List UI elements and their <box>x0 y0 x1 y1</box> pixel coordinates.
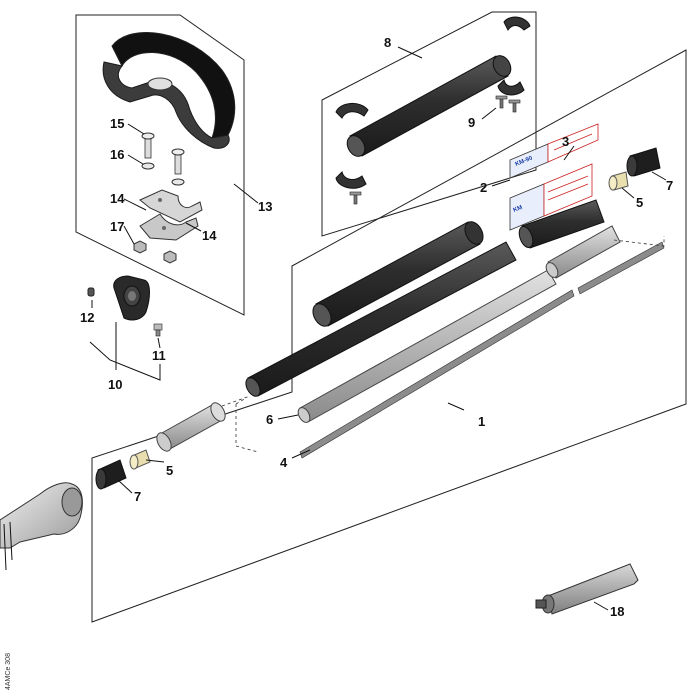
drive-shaft <box>299 241 665 459</box>
engine-housing <box>0 482 83 571</box>
callout-14-right: 14 <box>202 228 217 243</box>
callout-5-right: 5 <box>636 195 643 210</box>
callout-14-top: 14 <box>110 191 125 206</box>
shaft-sleeve <box>518 199 605 249</box>
grip-screw <box>349 95 521 205</box>
mount-screw <box>153 323 163 337</box>
callout-17: 17 <box>110 219 124 234</box>
inner-liner-tube <box>297 225 621 423</box>
callout-7-right: 7 <box>666 178 673 193</box>
assembly-guide <box>221 236 665 453</box>
frame-shaft-assembly <box>91 49 687 623</box>
handle-screw <box>141 132 185 175</box>
callout-2: 2 <box>480 180 487 195</box>
shaft-mount-housing <box>113 275 150 321</box>
mount-plug <box>87 287 95 297</box>
callout-7-left: 7 <box>134 489 141 504</box>
frame-shaft-handle <box>321 11 537 237</box>
instruction-label <box>543 123 599 217</box>
callout-18: 18 <box>610 604 624 619</box>
grease-tube <box>535 563 639 615</box>
handle-washer <box>141 162 185 186</box>
callout-12: 12 <box>80 310 94 325</box>
loop-handle <box>102 32 236 149</box>
drawing-code: 4AMCe 308 <box>5 653 12 690</box>
lower-sleeve <box>156 402 226 452</box>
grip-tube <box>346 55 512 157</box>
handle-clamp <box>139 189 203 241</box>
callout-1: 1 <box>478 414 485 429</box>
callout-4: 4 <box>280 455 288 470</box>
warning-decal: KM-90 KM <box>509 143 549 231</box>
clamp-nut <box>133 240 177 264</box>
grip-clamp-half <box>335 16 531 189</box>
end-cap <box>626 147 661 177</box>
shaft-bushing <box>608 171 629 191</box>
lower-end-cap <box>95 459 127 490</box>
callout-11: 11 <box>152 348 166 363</box>
main-shaft-tube <box>245 241 517 397</box>
callout-6: 6 <box>266 412 273 427</box>
callout-13: 13 <box>258 199 272 214</box>
frame-handle-assembly <box>75 14 245 316</box>
upper-shaft-tube <box>312 221 484 327</box>
callout-16: 16 <box>110 147 124 162</box>
svg-text:KM: KM <box>513 205 524 214</box>
callout-3: 3 <box>562 134 569 149</box>
lower-bushing <box>129 449 151 470</box>
callout-15: 15 <box>110 116 124 131</box>
callout-10: 10 <box>108 377 122 392</box>
callout-5-left: 5 <box>166 463 173 478</box>
callout-9: 9 <box>468 115 475 130</box>
callout-8: 8 <box>384 35 391 50</box>
